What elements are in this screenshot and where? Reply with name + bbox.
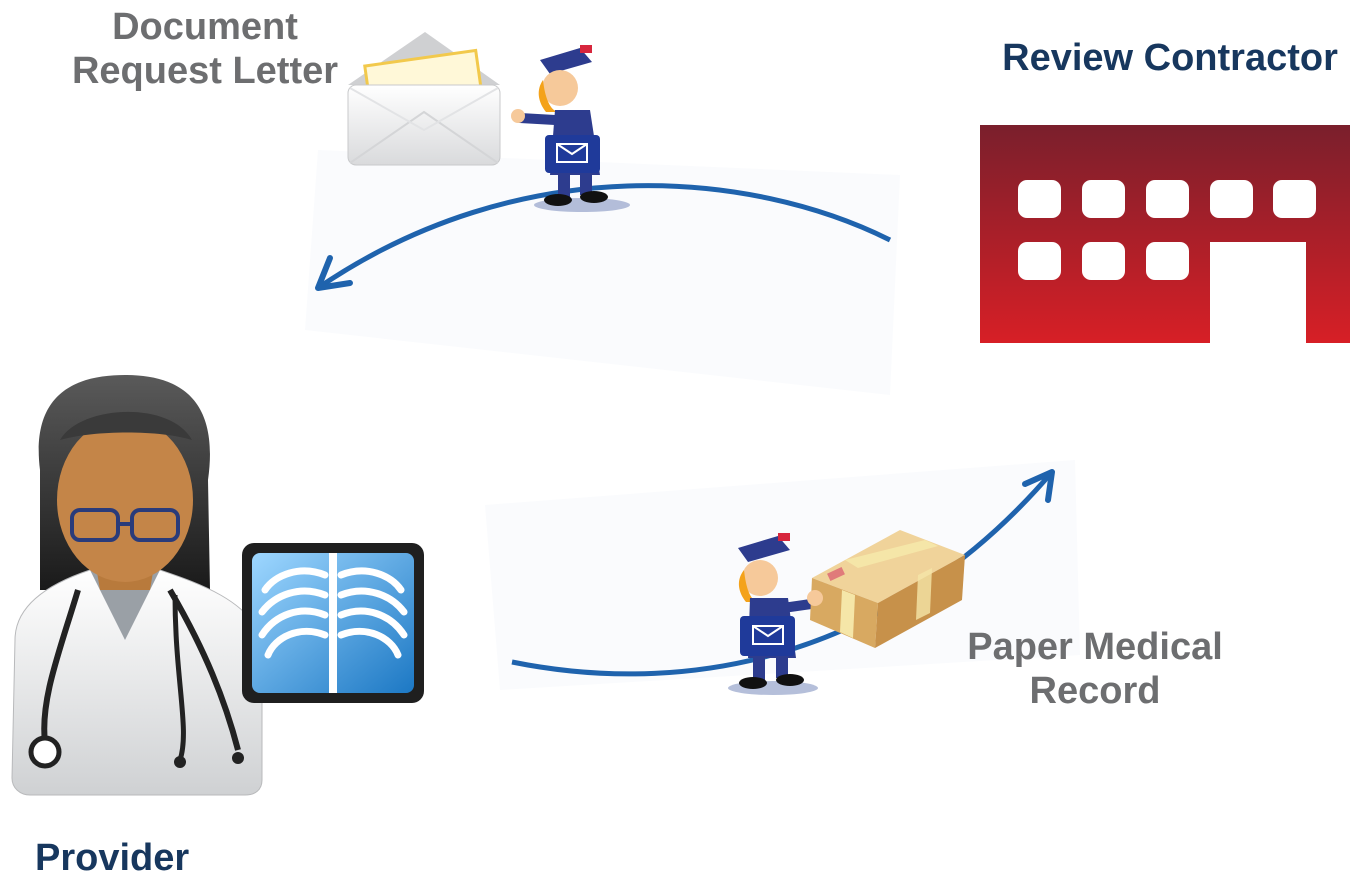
review-contractor-label: Review Contractor bbox=[1002, 37, 1338, 79]
paper-medical-record-label: Paper Medical Record bbox=[935, 625, 1255, 713]
request-arrow bbox=[315, 183, 892, 291]
bottom-flow-panel bbox=[485, 460, 1080, 690]
package-icon bbox=[807, 530, 965, 648]
paper-medical-record-line-1: Paper Medical bbox=[967, 626, 1223, 668]
record-arrow bbox=[511, 469, 1055, 677]
document-request-letter-line-1: Document bbox=[112, 6, 298, 48]
building-icon bbox=[980, 125, 1350, 343]
mail-carrier-icon bbox=[511, 45, 630, 212]
envelope-icon bbox=[347, 32, 501, 166]
doctor-icon bbox=[11, 375, 263, 796]
document-request-letter-line-2: Request Letter bbox=[71, 50, 339, 92]
top-flow-panel bbox=[305, 150, 900, 395]
paper-medical-record-line-2: Record bbox=[1029, 670, 1161, 712]
xray-icon bbox=[242, 543, 424, 703]
provider-label: Provider bbox=[35, 837, 190, 879]
document-request-letter-label: Document Request Letter bbox=[45, 5, 365, 93]
mail-carrier-icon bbox=[728, 533, 823, 695]
